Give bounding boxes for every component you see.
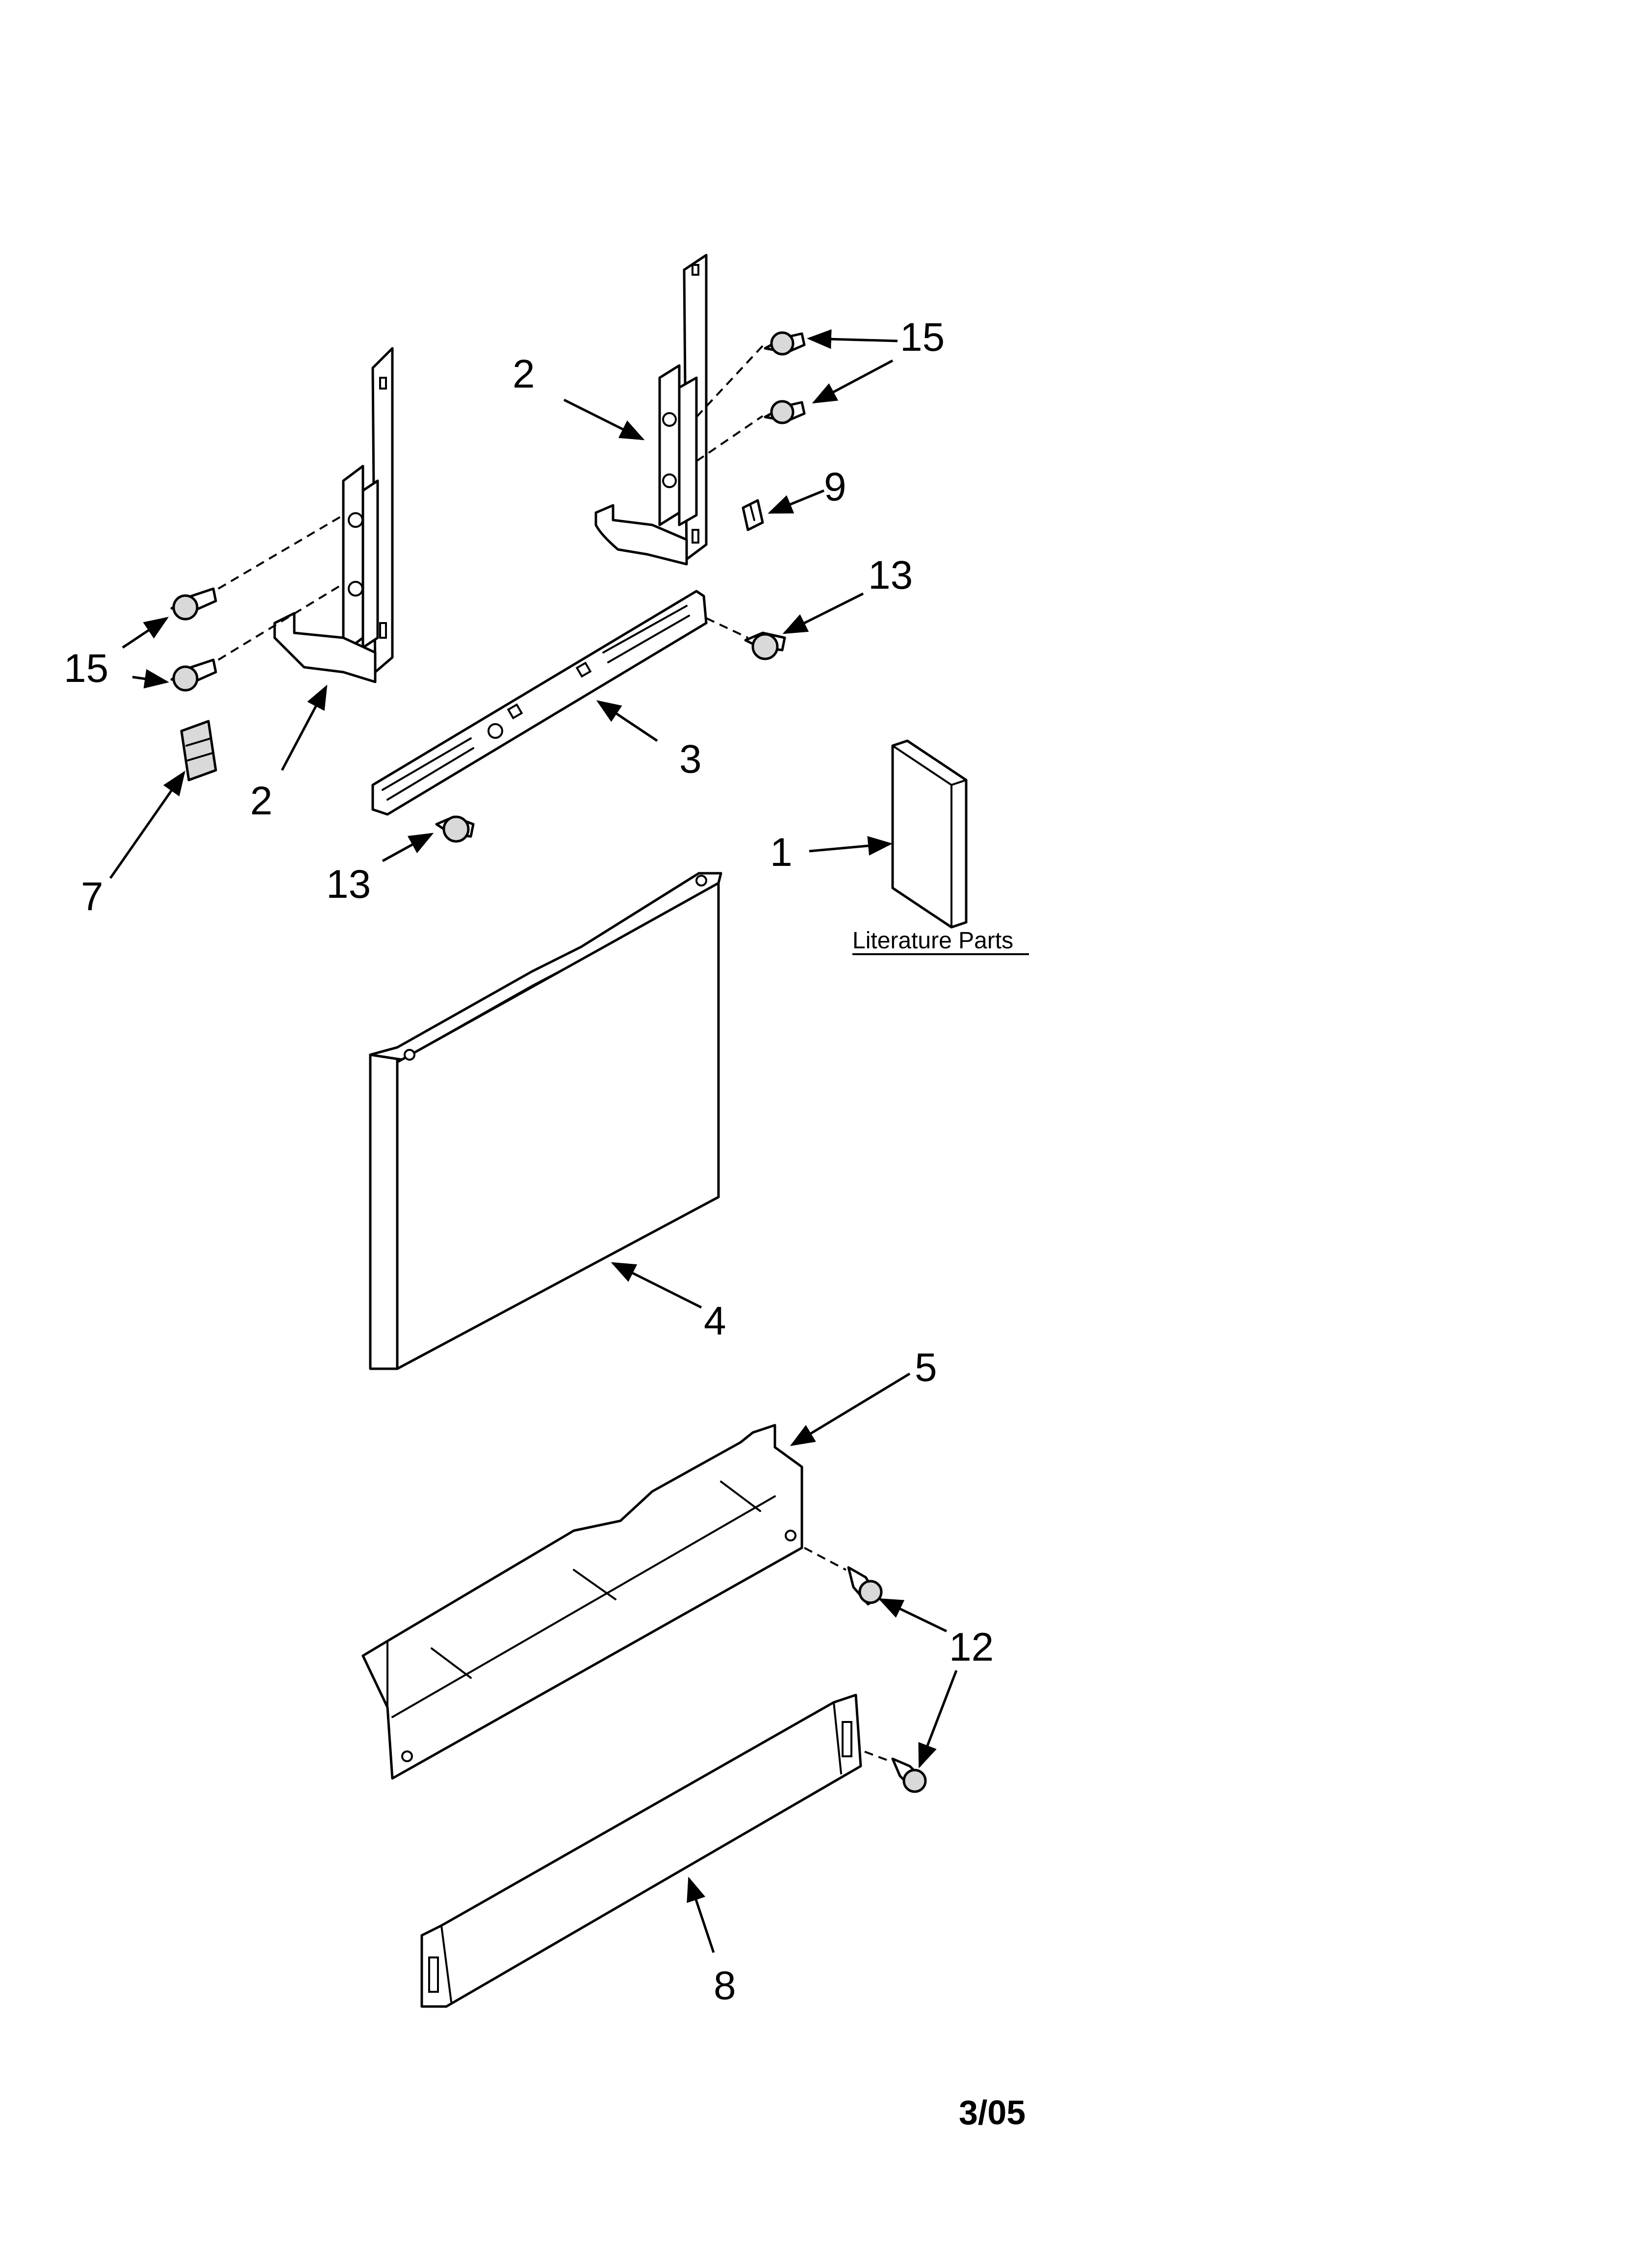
screw-13-right xyxy=(744,631,786,660)
clip-9 xyxy=(742,499,764,531)
callout-1: 1 xyxy=(770,830,793,875)
screw-15-left-lower xyxy=(170,658,217,692)
callout-15-top: 15 xyxy=(900,315,945,360)
screw-path-top-lower xyxy=(695,415,764,462)
screw-path-13-right xyxy=(706,617,748,639)
screw-path-left-upper xyxy=(217,514,344,590)
callout-5: 5 xyxy=(915,1345,937,1390)
callout-13-left: 13 xyxy=(326,862,371,907)
literature-pack-1 xyxy=(891,739,968,929)
callout-13-right: 13 xyxy=(868,553,913,598)
callout-15-left: 15 xyxy=(64,646,108,691)
callout-7: 7 xyxy=(81,874,103,919)
screw-path-top-upper xyxy=(695,345,764,418)
literature-parts-label: Literature Parts xyxy=(852,928,1013,954)
hinge-bracket-left xyxy=(273,347,394,683)
callout-9: 9 xyxy=(824,465,847,509)
screw-12-lower xyxy=(891,1757,927,1793)
support-rail-3 xyxy=(371,590,708,816)
screw-12-upper xyxy=(847,1566,883,1606)
hinge-bracket-right xyxy=(594,254,708,566)
callout-3: 3 xyxy=(679,737,702,782)
toe-bracket-5 xyxy=(361,1424,803,1780)
screw-15-top-lower xyxy=(764,400,806,424)
screw-path-left-lower xyxy=(217,583,344,661)
callout-12: 12 xyxy=(949,1625,994,1669)
kick-plate-8 xyxy=(420,1694,862,2008)
callout-4: 4 xyxy=(704,1299,726,1343)
screw-15-left-upper xyxy=(170,587,217,621)
door-panel-4 xyxy=(369,872,722,1370)
date-code: 3/05 xyxy=(959,2093,1026,2132)
screw-13-left xyxy=(435,815,475,843)
screw-path-12-upper xyxy=(804,1547,847,1571)
screw-15-top-upper xyxy=(764,331,806,356)
callout-8: 8 xyxy=(714,1963,736,2008)
leader-lines xyxy=(109,329,958,1953)
callout-2-left: 2 xyxy=(250,779,273,823)
callout-2-top: 2 xyxy=(513,352,535,396)
spacer-block-7 xyxy=(180,720,217,782)
